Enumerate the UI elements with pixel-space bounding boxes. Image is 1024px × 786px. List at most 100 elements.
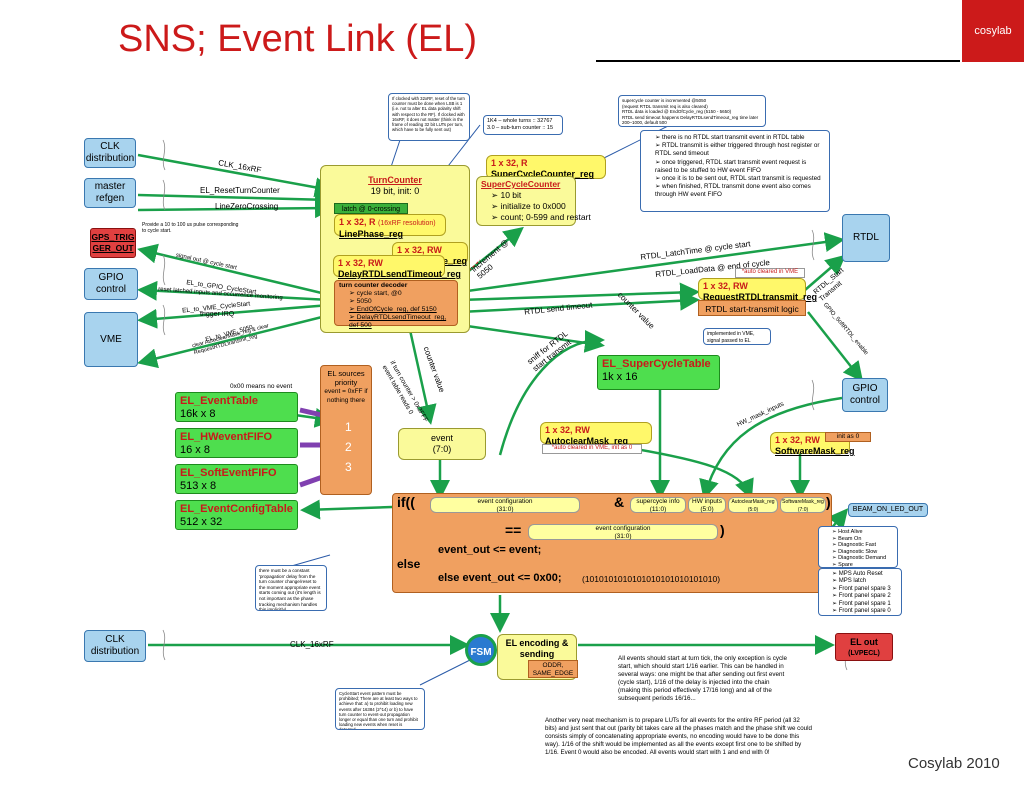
clock-note: If clocked with 32xRF, reset of the turn… bbox=[388, 93, 470, 141]
autoclear-note: *auto cleared in VME, init as 0 bbox=[542, 444, 642, 454]
clk16-bottom-label: CLK_16xRF bbox=[290, 640, 334, 649]
pill-name: HW inputs bbox=[692, 498, 722, 505]
pill-bits: (5:0) bbox=[700, 506, 714, 513]
supercycle-reg: SuperCycleCounter_reg bbox=[491, 169, 595, 179]
subturn-note: 1K4 – whole turns :: 32767 3.0 – sub-tur… bbox=[483, 115, 563, 135]
supercycle-table-size: 1k x 16 bbox=[602, 371, 638, 383]
clk-distribution-bottom-box: CLK distribution bbox=[84, 630, 146, 662]
neat-mechanism-paragraph: Another very neat mechanism is to prepar… bbox=[545, 717, 812, 756]
pill-bits: (31:0) bbox=[496, 506, 514, 513]
hw-list-item: Front panel spare 3 bbox=[832, 586, 898, 593]
vme-box: VME bbox=[84, 312, 138, 367]
supercycle-reg-box: 1 x 32, R SuperCycleCounter_reg bbox=[486, 155, 606, 179]
zero-means-label: 0x00 means no event bbox=[230, 383, 293, 390]
linephase-reg: LinePhase_reg bbox=[339, 229, 404, 239]
autoclear-reg: AutoclearMask_reg bbox=[545, 436, 629, 446]
rtdl-note-item: when finished, RTDL transmit done event … bbox=[655, 183, 825, 199]
supercycle-counter-box: SuperCycleCounter 10 bit initialize to 0… bbox=[476, 176, 591, 226]
el-sources-priority: EL sources priority event = 0xFF if noth… bbox=[320, 365, 372, 495]
decoder-item: DelayRTDLsendTimeout_reg, def 500 bbox=[349, 314, 453, 330]
supercycle-reg-size: 1 x 32, R bbox=[491, 158, 528, 168]
linephase-reg-box: 1 x 32, R (16xRF resolution) LinePhase_r… bbox=[334, 214, 446, 239]
el-out-label: EL out bbox=[850, 637, 878, 647]
hw-list-item: Front panel spare 2 bbox=[832, 593, 898, 600]
else-assign: else event_out <= 0x00; bbox=[438, 572, 562, 584]
rtdl-start-transmit-logic: RTDL start-transmit logic bbox=[698, 300, 806, 316]
rtdl-note-item: there is no RTDL start transmit event in… bbox=[655, 134, 825, 142]
cosylab-logo: cosylab bbox=[962, 0, 1024, 62]
software-mask-init: init as 0 bbox=[825, 432, 871, 442]
event-config-table: EL_EventConfigTable 512 x 32 bbox=[175, 500, 298, 530]
hw-list-1: Host Alive Beam On Diagnostic Fast Diagn… bbox=[818, 526, 898, 568]
master-refgen-box: master refgen bbox=[84, 178, 136, 208]
decoder-item: 5050 bbox=[349, 298, 453, 306]
cyclestart-note: CycleStart event pattern must be prohibi… bbox=[335, 688, 425, 730]
rtdl-note-item: once it is to be sent out, RTDL start tr… bbox=[655, 175, 825, 183]
decoder-item: EndOfCycle_reg, def 5150 bbox=[349, 306, 453, 314]
hw-list-item: Front panel spare 1 bbox=[832, 601, 898, 608]
hw-list-item: Front panel spare 0 bbox=[832, 608, 898, 615]
event-bits: (7:0) bbox=[432, 444, 452, 454]
supercycle-top-note: supercycle counter is incremented @5050 … bbox=[618, 95, 766, 127]
pill-name: AutoclearMask_reg bbox=[731, 499, 775, 505]
events-paragraph: All events should start at turn tick, th… bbox=[618, 655, 788, 702]
rtdl-note-item: RTDL transmit is either triggered throug… bbox=[655, 142, 825, 158]
table-size: 512 x 32 bbox=[180, 516, 223, 528]
close-paren-2: ) bbox=[720, 522, 725, 538]
delay-note: there must be a constant 'propagation' d… bbox=[255, 565, 327, 611]
latch-zero-crossing: latch @ 0-crossing bbox=[334, 203, 408, 214]
turncounter-desc: 19 bit, init: 0 bbox=[370, 186, 420, 196]
event-label: event bbox=[430, 433, 454, 443]
oddr-box: ODDR, SAME_EDGE bbox=[528, 660, 578, 678]
close-paren: ) bbox=[826, 494, 831, 510]
table-size: 16 x 8 bbox=[180, 444, 210, 456]
supercycle-item: 10 bit bbox=[491, 190, 571, 201]
supercycle-item: initialize to 0x000 bbox=[491, 201, 571, 212]
event-table: EL_EventTable 16k x 8 bbox=[175, 392, 298, 422]
hw-list-item: MPS Auto Reset bbox=[832, 571, 898, 578]
pill-bits: (11:0) bbox=[649, 506, 667, 513]
hw-list-2: MPS Auto Reset MPS latch Front panel spa… bbox=[818, 568, 902, 616]
equals-operator: == bbox=[505, 522, 522, 538]
autoclear-reg-box: 1 x 32, RW AutoclearMask_reg bbox=[540, 422, 652, 446]
else-keyword: else bbox=[397, 557, 421, 571]
rtdl-notes: there is no RTDL start transmit event in… bbox=[640, 130, 830, 212]
supercycle-item: count; 0-599 and restart bbox=[491, 212, 590, 223]
delay-reg-box: 1 x 32, RW DelayRTDLsendTimeout_reg bbox=[333, 255, 461, 279]
pill-bits: (31:0) bbox=[614, 533, 632, 540]
encoding-title: EL encoding & sending bbox=[505, 638, 569, 659]
table-name: EL_HWeventFIFO bbox=[180, 431, 273, 443]
hw-list-item: Beam On bbox=[832, 536, 894, 543]
pill-name: event configuration bbox=[595, 525, 651, 532]
table-name: EL_EventConfigTable bbox=[180, 503, 293, 515]
software-mask-pill: SoftwareMask_reg (7:0) bbox=[780, 497, 826, 513]
pill-bits: (7:0) bbox=[797, 507, 809, 513]
hw-list-item: Diagnostic Demand bbox=[832, 555, 894, 562]
hw-list-item: MPS latch bbox=[832, 578, 898, 585]
turncounter-name: TurnCounter bbox=[368, 175, 422, 185]
beam-on-led-box: BEAM_ON_LED_OUT bbox=[848, 503, 928, 517]
rtdl-box: RTDL bbox=[842, 214, 890, 262]
and-operator: & bbox=[614, 494, 625, 510]
software-mask-reg: SoftwareMask_reg bbox=[775, 446, 855, 456]
hw-list-item: Host Alive bbox=[832, 529, 894, 536]
priority-2: 2 bbox=[345, 440, 352, 454]
reset-turncounter-label: EL_ResetTurnCounter bbox=[200, 186, 280, 195]
el-sources-desc: event = 0xFF if nothing there bbox=[324, 388, 368, 404]
autoclear-vme-note: *auto cleared in VME bbox=[735, 268, 805, 278]
soft-event-fifo: EL_SoftEventFIFO 513 x 8 bbox=[175, 464, 298, 494]
gps-note: Provide a 10 to 100 us pulse correspondi… bbox=[142, 222, 239, 234]
delay-reg: DelayRTDLsendTimeout_reg bbox=[338, 269, 461, 279]
request-rtdl-reg: RequestRTDLtransmit_reg bbox=[703, 292, 818, 302]
event-config-pill: event configuration (31:0) bbox=[430, 497, 580, 513]
if-keyword: if(( bbox=[397, 494, 415, 510]
request-rtdl-size: 1 x 32, RW bbox=[703, 281, 748, 291]
event-out-assign: event_out <= event; bbox=[438, 544, 542, 556]
autoclear-size: 1 x 32, RW bbox=[545, 425, 590, 435]
table-size: 513 x 8 bbox=[180, 480, 217, 492]
autoclear-pill: AutoclearMask_reg (5:0) bbox=[728, 497, 778, 513]
turncounter-decoder: turn counter decoder cycle start, @0 505… bbox=[334, 280, 458, 329]
hw-event-fifo: EL_HWeventFIFO 16 x 8 bbox=[175, 428, 298, 458]
el-sources-title: EL sources priority bbox=[327, 369, 365, 387]
delay-size: 1 x 32, RW bbox=[338, 258, 383, 268]
